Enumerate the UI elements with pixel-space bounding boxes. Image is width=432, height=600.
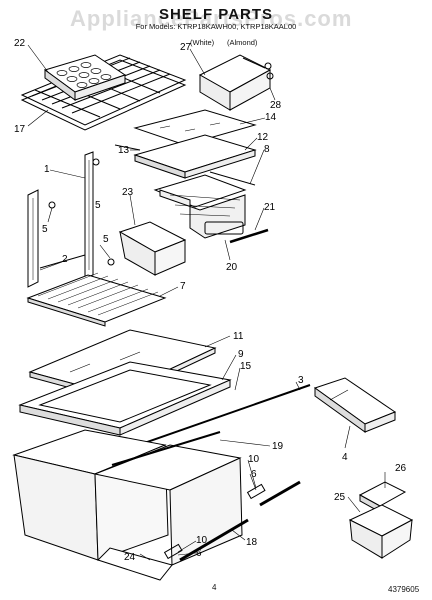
callout-5a: 5	[95, 200, 101, 211]
callout-10a: 10	[248, 454, 260, 465]
wire-shelf-lower	[26, 272, 167, 327]
callout-13: 13	[118, 145, 130, 156]
callout-18: 18	[246, 537, 258, 548]
callout-22: 22	[14, 38, 26, 49]
callout-10b: 10	[196, 535, 208, 546]
callout-19: 19	[272, 441, 284, 452]
dairy-compartment	[198, 54, 274, 111]
door-rail-assembly	[313, 377, 397, 433]
callout-5c: 5	[103, 234, 109, 245]
callout-17: 17	[14, 124, 26, 135]
crisper-drawer	[153, 171, 269, 244]
callout-26: 26	[395, 463, 407, 474]
callout-4: 4	[342, 452, 348, 463]
callout-5b: 5	[42, 224, 48, 235]
model-list: For Models: KTRP18KAWH00, KTRP18KAAL00	[135, 22, 297, 31]
egg-bin	[43, 54, 127, 101]
callout-labels: 22 27 17 14 28 13 12 1 8 5 23 21 5 5 20 …	[14, 38, 407, 563]
callout-9: 9	[238, 349, 244, 360]
callout-12: 12	[257, 132, 269, 143]
callout-1: 1	[44, 164, 50, 175]
callout-6b: 6	[196, 548, 202, 559]
callout-6a: 6	[251, 469, 257, 480]
variant-white: (White)	[190, 38, 215, 47]
shelf-frame-upper	[114, 134, 257, 179]
callout-2: 2	[62, 254, 68, 265]
callout-28: 28	[270, 100, 282, 111]
callout-27: 27	[180, 42, 192, 53]
callout-3: 3	[298, 375, 304, 386]
callout-20: 20	[226, 262, 238, 273]
small-bin	[118, 221, 187, 276]
callout-24: 24	[124, 552, 136, 563]
document-part-number: 4379605	[388, 585, 420, 594]
callout-14: 14	[265, 112, 277, 123]
callout-11: 11	[233, 331, 244, 342]
callout-15: 15	[240, 361, 252, 372]
callout-23: 23	[122, 187, 134, 198]
door-bin	[348, 481, 414, 559]
variant-almond: (Almond)	[227, 38, 258, 47]
glass-shelf-upper	[133, 109, 257, 146]
callout-21: 21	[264, 202, 276, 213]
leader-lines	[27, 44, 386, 561]
callout-7: 7	[180, 281, 186, 292]
page-number: 4	[212, 583, 217, 592]
page-title: SHELF PARTS	[158, 6, 274, 23]
callout-25: 25	[334, 492, 346, 503]
callout-8: 8	[264, 144, 270, 155]
shelf-rails	[27, 151, 115, 288]
